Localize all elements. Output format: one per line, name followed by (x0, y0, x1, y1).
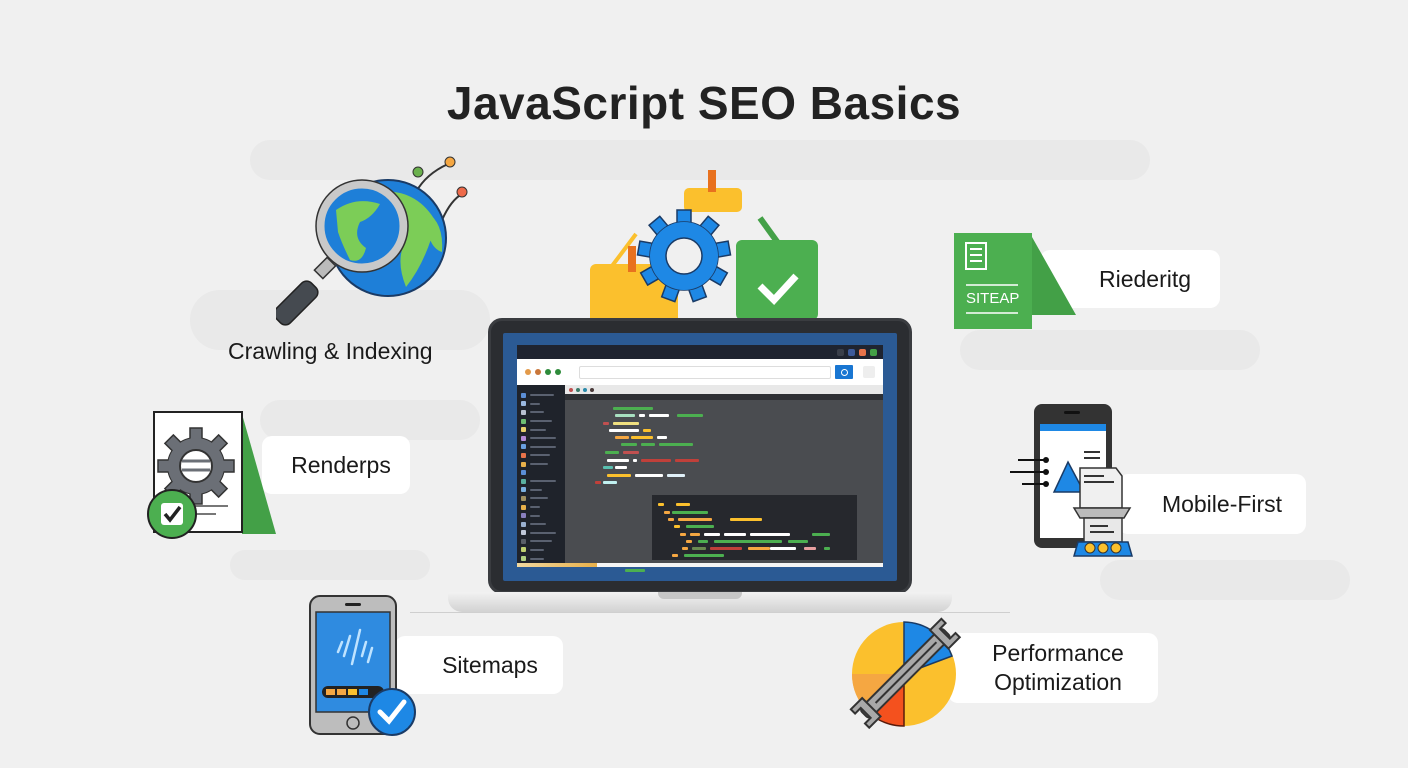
rendering-pill: Riederitg (1040, 250, 1220, 308)
code-autocomplete-popup (652, 495, 857, 560)
laptop-base (448, 592, 952, 612)
sitemaps-pill: Sitemaps (395, 636, 563, 694)
ide-file-sidebar (517, 385, 565, 563)
rendering-label: Riederitg (1098, 265, 1192, 292)
extension-button (863, 366, 875, 378)
performance-label-line2: Optimization (994, 669, 1122, 695)
laptop-screen (503, 333, 897, 581)
page-title: JavaScript SEO Basics (446, 77, 962, 129)
mobile-pill: Mobile-First (1118, 474, 1306, 534)
performance-pill: Performance Optimization (948, 633, 1158, 703)
renderps-label: Renderps (291, 451, 391, 478)
mobile-label: Mobile-First (1161, 490, 1283, 517)
performance-label-line1: Performance (992, 640, 1124, 667)
gear-document-check-icon (146, 410, 280, 542)
wrench-pie-chart-icon (846, 610, 966, 734)
url-field (579, 365, 831, 379)
mobile-printer-icon (1004, 404, 1134, 560)
laptop-notch (658, 592, 742, 599)
blue-gear-icon (636, 208, 732, 304)
code-editor (565, 385, 883, 572)
sitemap-badge-text: SITEAP (966, 290, 1020, 307)
renderps-pill: Renderps (262, 436, 410, 494)
phone-check-icon (308, 594, 420, 740)
browser-toolbar (517, 359, 883, 385)
laptop-icon (488, 318, 912, 594)
floor-line (410, 612, 1010, 613)
sitemap-document-icon: SITEAP (954, 233, 1078, 331)
browser-window-controls (517, 345, 883, 359)
globe-magnifier-icon (276, 152, 476, 332)
crawling-label: Crawling & Indexing (228, 338, 433, 364)
search-icon (835, 365, 853, 379)
editor-status-bar (517, 563, 883, 567)
sitemaps-label: Sitemaps (442, 651, 538, 678)
